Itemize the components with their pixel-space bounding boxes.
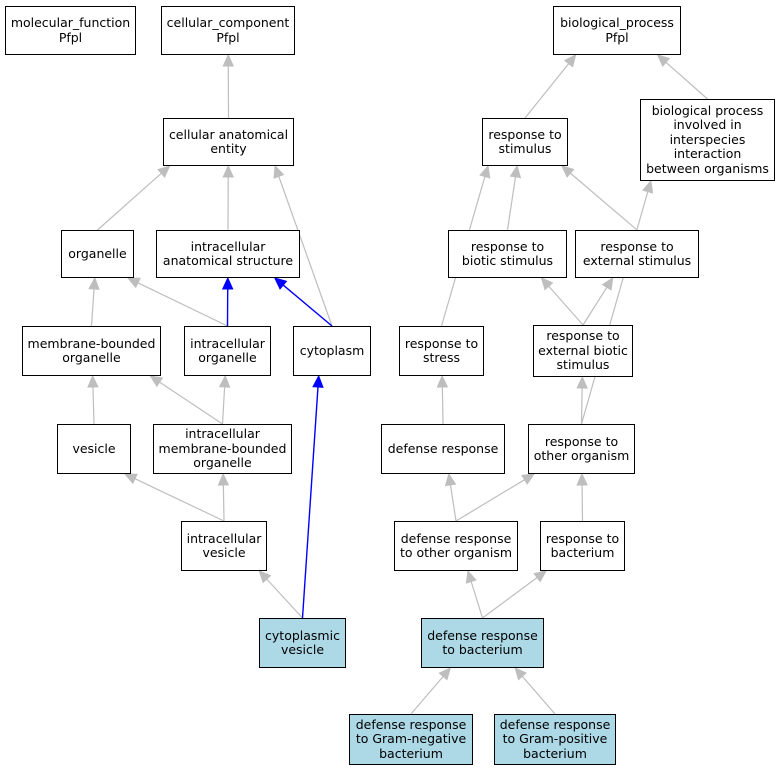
edge-defense-response-to-bacterium-to-defense-response-to-other-organism [470, 581, 484, 619]
edge-defense-response-gram-negative-to-defense-response-to-bacterium [410, 675, 444, 715]
edge-intracellular-membrane-bounded-organelle-to-intracellular-organelle [221, 386, 226, 425]
arrowhead-icon [540, 277, 554, 291]
edge-membrane-bounded-organelle-to-organelle [90, 288, 95, 327]
arrowhead-icon [87, 374, 99, 388]
node-response-to-stimulus[interactable]: response to stimulus [482, 118, 568, 166]
node-intracellular-organelle[interactable]: intracellular organelle [184, 326, 271, 376]
arrowhead-icon [576, 375, 588, 389]
arrowhead-icon [656, 54, 671, 67]
node-cytoplasm[interactable]: cytoplasm [293, 326, 371, 376]
node-cellular-component[interactable]: cellular_component Pfpl [161, 6, 295, 55]
edge-response-to-external-biotic-stimulus-to-response-to-biotic-stimulus [548, 285, 584, 326]
edge-response-to-external-biotic-stimulus-to-response-to-external-stimulus [582, 286, 608, 326]
edge-response-to-other-organism-to-bp-interspecies [580, 191, 649, 425]
edge-cytoplasm-to-cellular-anatomical-entity [278, 176, 333, 327]
arrowhead-icon [88, 276, 100, 290]
arrowhead-icon [126, 277, 141, 289]
node-bp-interspecies[interactable]: biological process involved in interspec… [640, 99, 775, 181]
node-biological-process[interactable]: biological_process Pfpl [553, 6, 681, 55]
node-cellular-anatomical-entity[interactable]: cellular anatomical entity [163, 118, 294, 166]
arrowhead-icon [157, 165, 171, 178]
arrowhead-icon [444, 472, 457, 487]
node-defense-response-to-other-organism[interactable]: defense response to other organism [394, 521, 518, 571]
node-organelle[interactable]: organelle [61, 230, 134, 278]
edge-organelle-to-cellular-anatomical-entity [97, 172, 162, 231]
arrowhead-icon [222, 53, 235, 67]
arrowhead-icon [149, 375, 164, 388]
arrowhead-icon [533, 570, 547, 583]
arrowhead-icon [273, 277, 288, 290]
arrowhead-icon [514, 667, 528, 681]
edge-response-to-stimulus-to-biological-process [524, 63, 570, 119]
edge-cytoplasmic-vesicle-to-cytoplasm [301, 386, 319, 619]
arrowhead-icon [509, 164, 522, 179]
node-intracellular-membrane-bounded-organelle[interactable]: intracellular membrane-bounded organelle [153, 424, 292, 474]
arrowhead-icon [642, 179, 654, 194]
edge-response-to-other-organism-to-response-to-external-biotic-stimulus [580, 387, 583, 425]
edge-cytoplasmic-vesicle-to-intracellular-vesicle [266, 578, 303, 619]
arrowhead-icon [576, 472, 588, 486]
node-defense-response[interactable]: defense response [381, 424, 505, 474]
node-defense-response-gram-positive[interactable]: defense response to Gram-positive bacter… [494, 714, 616, 765]
edge-intracellular-vesicle-to-vesicle [134, 478, 225, 522]
arrowhead-icon [438, 667, 452, 681]
arrowhead-icon [273, 164, 285, 179]
arrowhead-icon [479, 164, 491, 179]
edge-bp-interspecies-to-biological-process [665, 61, 708, 100]
arrowhead-icon [465, 569, 477, 584]
node-intracellular-vesicle[interactable]: intracellular vesicle [181, 521, 267, 571]
edge-defense-response-to-bacterium-to-response-to-bacterium [482, 577, 538, 619]
edge-intracellular-organelle-to-organelle [137, 282, 228, 327]
node-response-to-bacterium[interactable]: response to bacterium [540, 521, 625, 571]
edge-defense-response-to-other-organism-to-response-to-other-organism [455, 479, 525, 522]
node-response-to-external-stimulus[interactable]: response to external stimulus [575, 230, 699, 278]
edge-response-to-external-stimulus-to-response-to-stimulus [569, 172, 638, 231]
node-defense-response-gram-negative[interactable]: defense response to Gram-negative bacter… [349, 714, 473, 765]
arrowhead-icon [601, 276, 614, 291]
node-response-to-stress[interactable]: response to stress [399, 326, 484, 376]
arrowhead-icon [312, 374, 324, 388]
arrowhead-icon [563, 54, 577, 68]
arrowhead-icon [222, 164, 235, 178]
edge-cytoplasm-to-intracellular-anatomical-structure [282, 284, 333, 327]
arrowhead-icon [258, 570, 272, 584]
edge-defense-response-gram-positive-to-defense-response-to-bacterium [521, 675, 556, 715]
node-vesicle[interactable]: vesicle [57, 424, 131, 474]
arrowhead-icon [123, 473, 138, 485]
node-defense-response-to-bacterium[interactable]: defense response to bacterium [421, 618, 544, 668]
arrowhead-icon [436, 374, 449, 388]
node-response-to-external-biotic-stimulus[interactable]: response to external biotic stimulus [533, 325, 633, 377]
edge-response-to-biotic-stimulus-to-response-to-stimulus [506, 176, 517, 231]
edge-intracellular-membrane-bounded-organelle-to-membrane-bounded-organelle [159, 381, 223, 425]
node-intracellular-anatomical-structure[interactable]: intracellular anatomical structure [156, 230, 300, 278]
arrowhead-icon [221, 276, 234, 290]
edge-defense-response-to-other-organism-to-defense-response [449, 484, 457, 522]
node-cytoplasmic-vesicle[interactable]: cytoplasmic vesicle [259, 618, 346, 668]
arrowhead-icon [218, 374, 231, 388]
edge-intracellular-vesicle-to-intracellular-membrane-bounded-organelle [222, 484, 225, 522]
node-response-to-biotic-stimulus[interactable]: response to biotic stimulus [448, 230, 567, 278]
edge-defense-response-to-response-to-stress [441, 386, 444, 425]
arrowhead-icon [521, 473, 536, 485]
node-molecular-function[interactable]: molecular_function Pfpl [5, 6, 136, 55]
node-response-to-other-organism[interactable]: response to other organism [528, 424, 635, 474]
edge-vesicle-to-membrane-bounded-organelle [92, 386, 95, 425]
node-membrane-bounded-organelle[interactable]: membrane-bounded organelle [22, 326, 161, 376]
arrowhead-icon [561, 165, 575, 178]
arrowhead-icon [217, 472, 230, 486]
